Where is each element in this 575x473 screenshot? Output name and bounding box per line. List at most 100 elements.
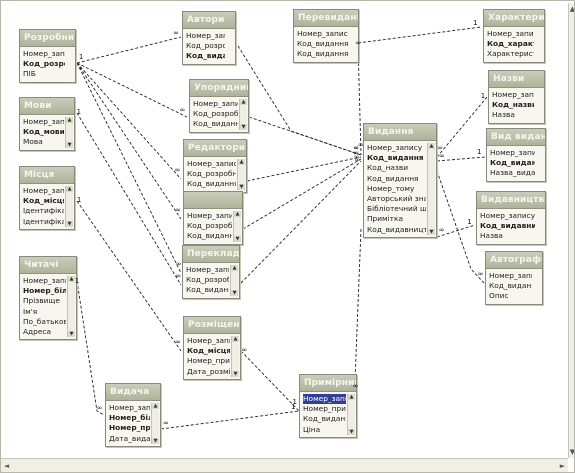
- scroll-up-icon[interactable]: ▲: [348, 394, 355, 400]
- field-item[interactable]: Номер_запису: [297, 29, 348, 38]
- field-list[interactable]: Номер_записуНомер_примірникаКод_виданняЦ…: [300, 392, 356, 437]
- table-title[interactable]: Примірники: [300, 375, 356, 392]
- scroll-down-icon[interactable]: ▼: [66, 220, 73, 227]
- field-item[interactable]: Код_назви: [367, 163, 409, 173]
- field-list[interactable]: Номер_записуКод_місцяНомер_примірникаДат…: [184, 334, 240, 379]
- table-vydacha[interactable]: ВидачаНомер_записуНомер_білетаНомер_прим…: [105, 383, 161, 447]
- field-item[interactable]: Мова: [23, 137, 43, 147]
- field-item[interactable]: Ідентифікатор: [23, 206, 64, 216]
- field-item[interactable]: Дата_видачі: [109, 433, 150, 443]
- table-scrollbar[interactable]: ▲▼: [237, 159, 245, 190]
- scroll-up-icon[interactable]: ▲: [152, 403, 159, 409]
- scroll-down-icon[interactable]: ▼: [232, 370, 239, 377]
- field-item[interactable]: Код_видання: [303, 414, 346, 424]
- table-title[interactable]: Розробники: [20, 30, 75, 47]
- scroll-up-icon[interactable]: ▲: [68, 276, 75, 282]
- field-item[interactable]: Код_видання: [367, 153, 424, 163]
- table-scrollbar[interactable]: ▲▼: [67, 276, 75, 338]
- field-item[interactable]: Код_розробника: [186, 275, 229, 285]
- field-item[interactable]: Номер_запису: [186, 31, 225, 40]
- field-item[interactable]: Номер_запису: [487, 29, 534, 38]
- table-prymirnyky[interactable]: ПримірникиНомер_записуНомер_примірникаКо…: [299, 374, 357, 438]
- table-kharakter[interactable]: ХарактериНомер_записуКод_характераХаракт…: [483, 9, 545, 63]
- scroll-up-icon[interactable]: ▲: [238, 159, 245, 165]
- field-item[interactable]: Номер_примірника: [303, 404, 346, 414]
- field-item[interactable]: Ціна: [303, 424, 321, 434]
- field-item[interactable]: Код_розробника: [23, 59, 65, 69]
- field-item[interactable]: Код_видання: [186, 51, 225, 61]
- field-item[interactable]: Код_видання: [489, 281, 532, 291]
- scroll-up-icon[interactable]: ▲: [66, 117, 73, 123]
- field-item[interactable]: Номер_запису: [187, 159, 236, 168]
- field-item[interactable]: Код_видання: [490, 158, 535, 168]
- field-item[interactable]: Номер_запису: [490, 148, 535, 157]
- field-item[interactable]: Код_видання: [297, 49, 348, 59]
- field-item[interactable]: Код_видання: [367, 173, 419, 183]
- scroll-left-icon[interactable]: ◄: [3, 462, 10, 470]
- scroll-down-icon[interactable]: ▼: [569, 448, 575, 456]
- scroll-down-icon[interactable]: ▼: [66, 141, 73, 148]
- scroll-up-icon[interactable]: ▲: [428, 143, 435, 149]
- field-item[interactable]: Номер_запису: [23, 276, 66, 285]
- table-scrollbar[interactable]: ▲▼: [151, 403, 159, 444]
- table-title[interactable]: Розміщення: [184, 317, 240, 334]
- scroll-down-icon[interactable]: ▼: [240, 123, 247, 130]
- field-item[interactable]: Код_видання: [193, 119, 238, 129]
- table-scrollbar[interactable]: ▲▼: [231, 336, 239, 377]
- table-title[interactable]: Характери: [484, 10, 544, 27]
- field-item[interactable]: Код_розробника: [187, 221, 232, 231]
- field-item[interactable]: Номер_запису: [23, 49, 65, 58]
- table-scrollbar[interactable]: ▲▼: [230, 265, 238, 296]
- field-item[interactable]: Номер_запису: [367, 143, 423, 152]
- field-item[interactable]: Номер_запису: [109, 403, 150, 412]
- field-item[interactable]: Код_розробника: [187, 169, 236, 179]
- field-item[interactable]: Код_видавництва: [367, 224, 426, 234]
- field-item[interactable]: Номер_запису: [489, 271, 532, 280]
- scroll-up-icon[interactable]: ▲: [234, 211, 241, 217]
- scroll-down-icon[interactable]: ▼: [428, 228, 435, 235]
- field-item[interactable]: Дата_розміщення: [187, 366, 230, 376]
- field-item[interactable]: Номер_тому: [367, 183, 415, 193]
- field-item[interactable]: Примітка: [367, 214, 403, 224]
- field-item[interactable]: Номер_запису: [303, 394, 346, 405]
- table-scrollbar[interactable]: ▲▼: [65, 117, 73, 148]
- field-item[interactable]: Код_розробника: [186, 41, 225, 51]
- table-scrollbar[interactable]: ▲▼: [65, 186, 73, 227]
- field-item[interactable]: Прізвище: [23, 296, 60, 306]
- field-item[interactable]: Авторський знак: [367, 193, 426, 203]
- table-title[interactable]: Видавництва: [477, 192, 545, 209]
- field-item[interactable]: Номер_запису: [186, 265, 229, 274]
- field-item[interactable]: Номер_запису: [480, 211, 535, 220]
- table-title[interactable]: Перевидання: [294, 10, 358, 27]
- table-scrollbar[interactable]: ▲▼: [239, 99, 247, 130]
- field-list[interactable]: Номер_записуНомер_білетаПрізвищеІм'яПо_б…: [20, 274, 76, 339]
- table-scrollbar[interactable]: ▲▼: [347, 394, 355, 435]
- field-item[interactable]: Номер_запису: [187, 336, 230, 345]
- field-item[interactable]: Номер_білета: [109, 413, 150, 423]
- scroll-up-icon[interactable]: ▲: [231, 265, 238, 271]
- table-perevydannia[interactable]: ПеревиданняНомер_записуКод_видання_перКо…: [293, 9, 359, 63]
- field-item[interactable]: Ідентифікатор: [23, 216, 64, 226]
- field-item[interactable]: Код_назви: [492, 100, 534, 110]
- field-item[interactable]: Номер_примірника: [109, 423, 150, 433]
- table-title[interactable]: Видання: [364, 124, 436, 141]
- field-item[interactable]: Код_місця: [187, 346, 230, 356]
- table-title[interactable]: [184, 192, 242, 209]
- vertical-scrollbar[interactable]: ▲ ▼: [568, 3, 575, 458]
- scroll-up-icon[interactable]: ▲: [240, 99, 247, 105]
- field-item[interactable]: Назва: [492, 110, 515, 120]
- table-perekladachi[interactable]: ПерекладачіНомер_записуКод_розробникаКод…: [182, 245, 240, 299]
